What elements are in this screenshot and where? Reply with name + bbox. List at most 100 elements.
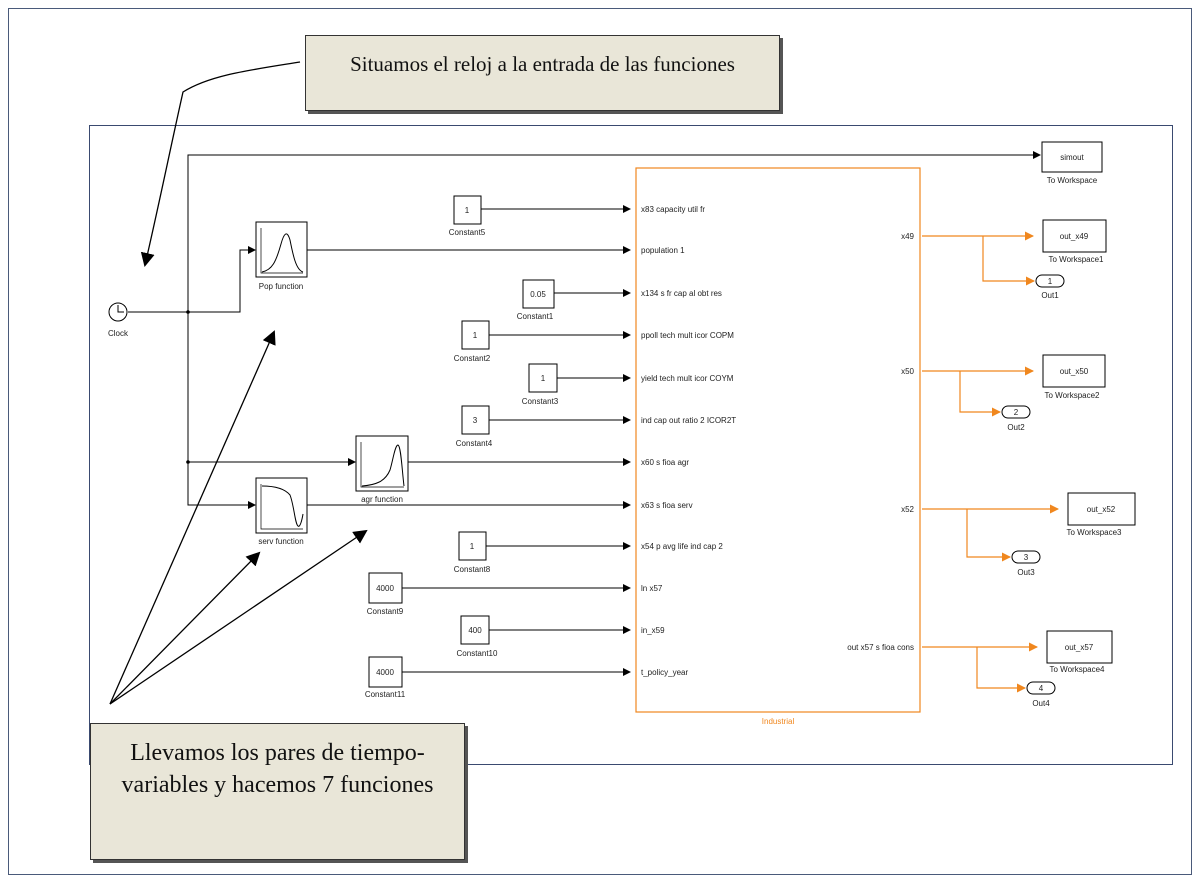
output-port-x50: x50 — [901, 367, 914, 376]
to-workspace-blocks: simout To Workspace out_x49 To Workspace… — [1041, 141, 1136, 674]
outport-number: 4 — [1039, 684, 1044, 693]
input-port-label: x63 s fioa serv — [641, 501, 693, 510]
constant4-block[interactable]: 3 Constant4 — [456, 405, 493, 448]
constant5-label: Constant5 — [449, 228, 486, 237]
workspace-label: To Workspace — [1047, 176, 1098, 185]
outport-number: 1 — [1048, 277, 1053, 286]
outport-4[interactable]: 4 Out4 — [1026, 681, 1056, 708]
to-workspace-simout[interactable]: simout To Workspace — [1041, 141, 1103, 185]
constant8-block[interactable]: 1 Constant8 — [454, 531, 491, 574]
constant9-value: 4000 — [376, 584, 394, 593]
callout-arrow-to-clock — [140, 61, 301, 267]
constant4-label: Constant4 — [456, 439, 493, 448]
orange-signal-lines — [922, 231, 1059, 693]
input-port-label: yield tech mult icor COYM — [641, 374, 734, 383]
to-workspace-3[interactable]: out_x52 To Workspace3 — [1067, 492, 1136, 537]
annotation-arrows — [109, 61, 368, 705]
input-port-label: t_policy_year — [641, 668, 688, 677]
clock-icon — [117, 305, 124, 313]
constant3-label: Constant3 — [522, 397, 559, 406]
agr-function-label: agr function — [361, 495, 403, 504]
constant-blocks: 1 Constant5 0.05 Constant1 1 Constant2 1… — [365, 195, 559, 699]
input-port-label: ppoll tech mult icor COPM — [641, 331, 734, 340]
input-port-label: x54 p avg life ind cap 2 — [641, 542, 723, 551]
curve-icon — [361, 444, 405, 487]
input-port-label: ln x57 — [641, 584, 663, 593]
constant5-value: 1 — [465, 206, 470, 215]
outport-2[interactable]: 2 Out2 — [1001, 405, 1031, 432]
figure-frame — [8, 8, 1192, 875]
clock-block[interactable]: Clock — [108, 302, 129, 338]
constant11-value: 4000 — [376, 668, 394, 677]
constant9-label: Constant9 — [367, 607, 404, 616]
branch-dots — [186, 310, 190, 464]
constant2-value: 1 — [473, 331, 478, 340]
constant11-block[interactable]: 4000 Constant11 — [365, 656, 406, 699]
constant3-block[interactable]: 1 Constant3 — [522, 363, 559, 406]
constant4-value: 3 — [473, 416, 478, 425]
outport-blocks: 1 Out1 2 Out2 3 Out3 4 Out4 — [1001, 274, 1065, 708]
workspace-label: To Workspace1 — [1049, 255, 1105, 264]
black-signal-lines — [128, 151, 1041, 676]
to-workspace-2[interactable]: out_x50 To Workspace2 — [1042, 354, 1106, 400]
constant9-block[interactable]: 4000 Constant9 — [367, 572, 404, 616]
to-workspace-1[interactable]: out_x49 To Workspace1 — [1042, 219, 1107, 264]
input-port-label: x60 s fioa agr — [641, 458, 689, 467]
input-port-label: x134 s fr cap al obt res — [641, 289, 722, 298]
constant1-block[interactable]: 0.05 Constant1 — [517, 279, 555, 321]
callout-arrow-to-serv — [109, 551, 261, 705]
workspace-variable: out_x49 — [1060, 232, 1089, 241]
input-port-label: x83 capacity util fr — [641, 205, 705, 214]
workspace-label: To Workspace3 — [1067, 528, 1123, 537]
serv-function-label: serv function — [258, 537, 303, 546]
simulink-model-canvas — [89, 125, 1173, 765]
outport-1[interactable]: 1 Out1 — [1035, 274, 1065, 300]
outport-label: Out3 — [1017, 568, 1035, 577]
bell-curve-icon — [261, 233, 304, 273]
input-port-label: ind cap out ratio 2 ICOR2T — [641, 416, 736, 425]
constant3-value: 1 — [541, 374, 546, 383]
input-port-label: population 1 — [641, 246, 685, 255]
outport-3[interactable]: 3 Out3 — [1011, 550, 1041, 577]
output-port-x52: x52 — [901, 505, 914, 514]
workspace-label: To Workspace2 — [1045, 391, 1101, 400]
outport-label: Out1 — [1041, 291, 1059, 300]
outport-number: 3 — [1024, 553, 1029, 562]
constant2-label: Constant2 — [454, 354, 491, 363]
constant5-block[interactable]: 1 Constant5 — [449, 195, 486, 237]
to-workspace-4[interactable]: out_x57 To Workspace4 — [1046, 630, 1113, 674]
callout-clock-note: Situamos el reloj a la entrada de las fu… — [305, 35, 780, 111]
serv-function-block[interactable]: serv function — [255, 477, 308, 546]
constant8-value: 1 — [470, 542, 475, 551]
constant10-label: Constant10 — [457, 649, 498, 658]
workspace-variable: out_x52 — [1087, 505, 1116, 514]
outport-label: Out2 — [1007, 423, 1025, 432]
workspace-label: To Workspace4 — [1050, 665, 1106, 674]
subsystem-port-labels: x83 capacity util fr population 1 x134 s f… — [641, 205, 736, 677]
workspace-variable: out_x50 — [1060, 367, 1089, 376]
industrial-subsystem[interactable] — [635, 167, 921, 713]
constant11-label: Constant11 — [365, 690, 406, 699]
pop-function-block[interactable]: Pop function — [255, 221, 308, 291]
constant2-block[interactable]: 1 Constant2 — [454, 320, 491, 363]
constant10-block[interactable]: 400 Constant10 — [457, 615, 498, 658]
input-port-label: in_x59 — [641, 626, 665, 635]
constant1-label: Constant1 — [517, 312, 554, 321]
callout-arrow-to-pop — [109, 330, 276, 705]
workspace-variable: out_x57 — [1065, 643, 1094, 652]
agr-function-block[interactable]: agr function — [355, 435, 409, 504]
workspace-variable: simout — [1060, 153, 1084, 162]
outport-number: 2 — [1014, 408, 1019, 417]
constant8-label: Constant8 — [454, 565, 491, 574]
callout-functions-note: Llevamos los pares de tiempo-variables y… — [90, 723, 465, 860]
output-port-x49: x49 — [901, 232, 914, 241]
outport-label: Out4 — [1032, 699, 1050, 708]
callout-arrow-to-agr — [109, 529, 368, 705]
constant1-value: 0.05 — [530, 290, 546, 299]
pop-function-label: Pop function — [259, 282, 303, 291]
output-port-x57: out x57 s fioa cons — [847, 643, 914, 652]
curve-icon — [261, 485, 304, 527]
clock-label: Clock — [108, 329, 129, 338]
subsystem-name: Industrial — [762, 717, 795, 726]
